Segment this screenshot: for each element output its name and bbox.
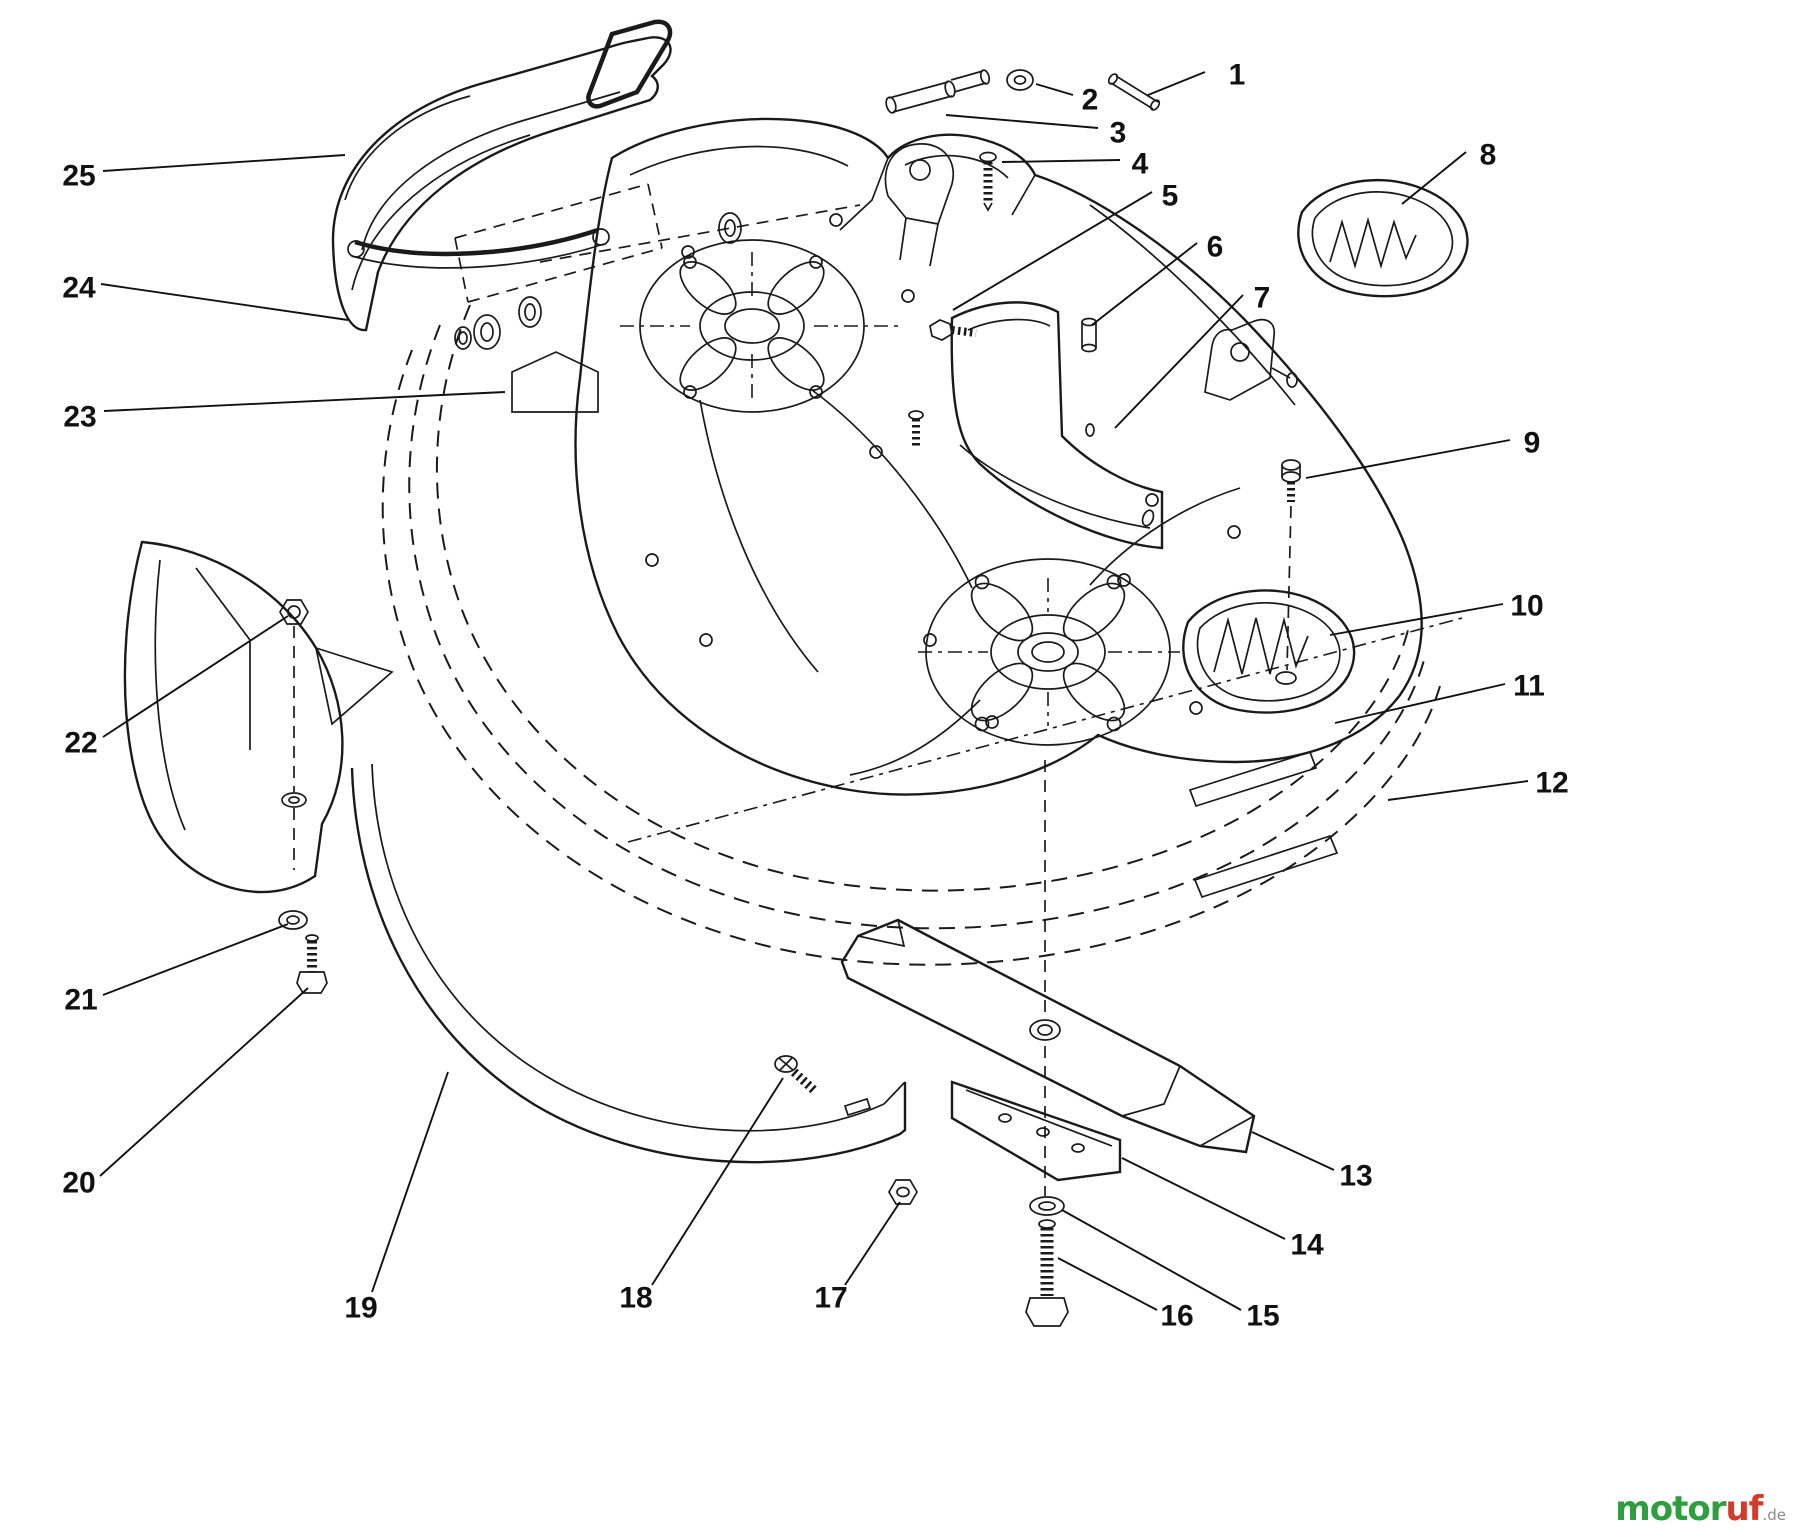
pentagon-plate xyxy=(511,351,599,413)
callout-22: 22 xyxy=(64,727,97,760)
callout-line-1 xyxy=(1147,71,1206,96)
callout-18: 18 xyxy=(619,1282,652,1315)
callout-3: 3 xyxy=(1110,117,1127,150)
side-baffle-left xyxy=(123,540,394,994)
callout-line-15 xyxy=(1061,1209,1242,1311)
callout-line-20 xyxy=(99,987,309,1177)
callout-line-14 xyxy=(1121,1157,1286,1240)
chute-top-flap xyxy=(586,19,673,109)
callout-24: 24 xyxy=(62,272,96,305)
watermark-motor: motor xyxy=(1615,1489,1726,1529)
spring-plate-part8 xyxy=(1297,179,1469,298)
callout-2: 2 xyxy=(1082,84,1099,117)
callout-line-12 xyxy=(1387,780,1529,801)
callout-16: 16 xyxy=(1160,1300,1193,1333)
callout-23: 23 xyxy=(63,401,96,434)
callout-line-19 xyxy=(371,1071,449,1293)
callout-line-13 xyxy=(1251,1131,1335,1171)
mount-bracket-front xyxy=(884,143,955,267)
blade-assembly xyxy=(774,760,1256,1327)
callout-15: 15 xyxy=(1246,1300,1279,1333)
callout-line-24 xyxy=(100,283,349,321)
watermark-domain: .de xyxy=(1762,1506,1786,1524)
callout-21: 21 xyxy=(64,984,97,1017)
inner-baffle-part7 xyxy=(950,301,1164,550)
chute-assembly xyxy=(331,19,861,350)
callout-14: 14 xyxy=(1290,1229,1324,1262)
callout-line-3 xyxy=(945,114,1099,129)
discharge-spring xyxy=(1182,589,1356,714)
callout-8: 8 xyxy=(1480,139,1497,172)
callout-10: 10 xyxy=(1510,590,1543,623)
callout-line-2 xyxy=(1035,83,1074,96)
spindle-right xyxy=(918,558,1180,746)
callout-line-23 xyxy=(103,391,506,412)
callout-layer: 1234567891011121314151617181920212223242… xyxy=(62,59,1568,1333)
mount-bracket-right xyxy=(1204,318,1298,401)
top-hardware xyxy=(885,69,1301,685)
callout-line-7 xyxy=(1114,294,1244,429)
watermark-logo: motoruf.de xyxy=(1615,1489,1786,1529)
callout-line-10 xyxy=(1329,603,1504,636)
callout-line-4 xyxy=(1001,159,1121,163)
deck-skirt-dashed xyxy=(381,304,1441,966)
callout-line-25 xyxy=(102,154,346,172)
callout-13: 13 xyxy=(1339,1160,1372,1193)
callout-19: 19 xyxy=(344,1292,377,1325)
callout-line-11 xyxy=(1334,683,1506,724)
callout-line-22 xyxy=(102,615,289,738)
callout-line-5 xyxy=(952,191,1153,311)
deck-outline xyxy=(574,117,1423,796)
callout-20: 20 xyxy=(62,1167,95,1200)
callout-line-9 xyxy=(1305,439,1511,479)
callout-9: 9 xyxy=(1524,427,1541,460)
callout-25: 25 xyxy=(62,160,95,193)
deck-shell xyxy=(574,117,1463,899)
callout-11: 11 xyxy=(1513,670,1545,703)
watermark-uf: uf xyxy=(1725,1489,1763,1529)
callout-line-17 xyxy=(844,1201,901,1286)
callout-6: 6 xyxy=(1207,231,1224,264)
callout-1: 1 xyxy=(1229,59,1246,92)
callout-line-6 xyxy=(1091,242,1198,326)
callout-line-18 xyxy=(651,1077,784,1286)
skirt-band-part19 xyxy=(350,763,907,1164)
callout-line-8 xyxy=(1401,151,1467,205)
chute-handle-rod xyxy=(354,227,599,257)
callout-12: 12 xyxy=(1535,767,1568,800)
blade-stiffener xyxy=(950,1080,1122,1182)
callout-line-21 xyxy=(102,923,289,996)
deck-holes xyxy=(645,213,1241,729)
spindle-left xyxy=(620,239,900,413)
callout-17: 17 xyxy=(814,1282,847,1315)
callout-7: 7 xyxy=(1254,282,1271,315)
callout-5: 5 xyxy=(1162,180,1179,213)
callout-line-16 xyxy=(1057,1257,1158,1311)
callout-4: 4 xyxy=(1132,148,1149,181)
